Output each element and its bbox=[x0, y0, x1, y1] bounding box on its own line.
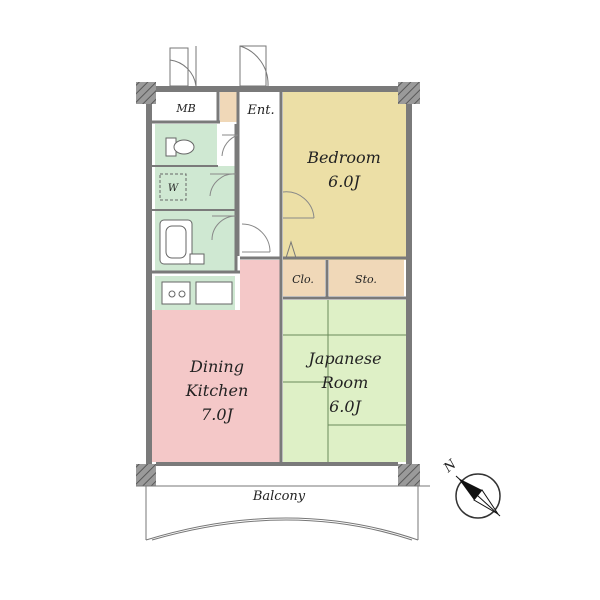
mb-label: MB bbox=[175, 102, 195, 115]
washroom-fill bbox=[155, 166, 235, 210]
wall-bottom bbox=[156, 462, 398, 466]
closet-label: Clo. bbox=[292, 273, 314, 286]
bedroom-name-label: Bedroom bbox=[306, 148, 381, 167]
japanese-room-line1-label: Japanese bbox=[305, 349, 381, 368]
compass-icon bbox=[455, 473, 501, 519]
wall-top bbox=[156, 86, 398, 92]
dining-kitchen-fill bbox=[152, 260, 280, 462]
bathtub-icon bbox=[159, 219, 205, 265]
entrance-label: Ent. bbox=[246, 103, 274, 118]
dining-kitchen-size-label: 7.0J bbox=[201, 405, 234, 424]
entrance-step-fill bbox=[220, 92, 238, 122]
dining-kitchen-line2-label: Kitchen bbox=[185, 381, 249, 400]
washer-icon bbox=[159, 173, 187, 201]
balcony-outline bbox=[136, 485, 430, 541]
door-swing-icons bbox=[209, 134, 315, 253]
japanese-room-fill bbox=[283, 300, 407, 462]
storage-label: Sto. bbox=[355, 273, 377, 286]
balcony-label: Balcony bbox=[252, 489, 306, 504]
dining-kitchen-line1-label: Dining bbox=[189, 357, 244, 376]
outer-wall-top-left bbox=[136, 82, 156, 104]
bedroom-fill bbox=[283, 92, 407, 260]
sink-icon bbox=[161, 281, 233, 305]
closet-door-icon bbox=[285, 240, 297, 259]
toilet-icon bbox=[165, 137, 195, 157]
storage-fill bbox=[329, 260, 404, 296]
outer-wall-bottom-left bbox=[136, 464, 156, 486]
compass-north-label: N bbox=[440, 457, 460, 477]
japanese-room-size-label: 6.0J bbox=[329, 397, 362, 416]
outer-wall-top-right bbox=[398, 82, 420, 104]
entrance-door-icons bbox=[169, 45, 269, 87]
tatami-lines bbox=[283, 300, 406, 462]
wall-left bbox=[146, 104, 152, 464]
bedroom-size-label: 6.0J bbox=[328, 172, 361, 191]
wall-right bbox=[406, 104, 412, 464]
closet-fill bbox=[283, 260, 325, 296]
outer-wall-bottom-right bbox=[398, 464, 420, 486]
japanese-room-line2-label: Room bbox=[321, 373, 368, 392]
washer-label: W bbox=[168, 183, 179, 194]
